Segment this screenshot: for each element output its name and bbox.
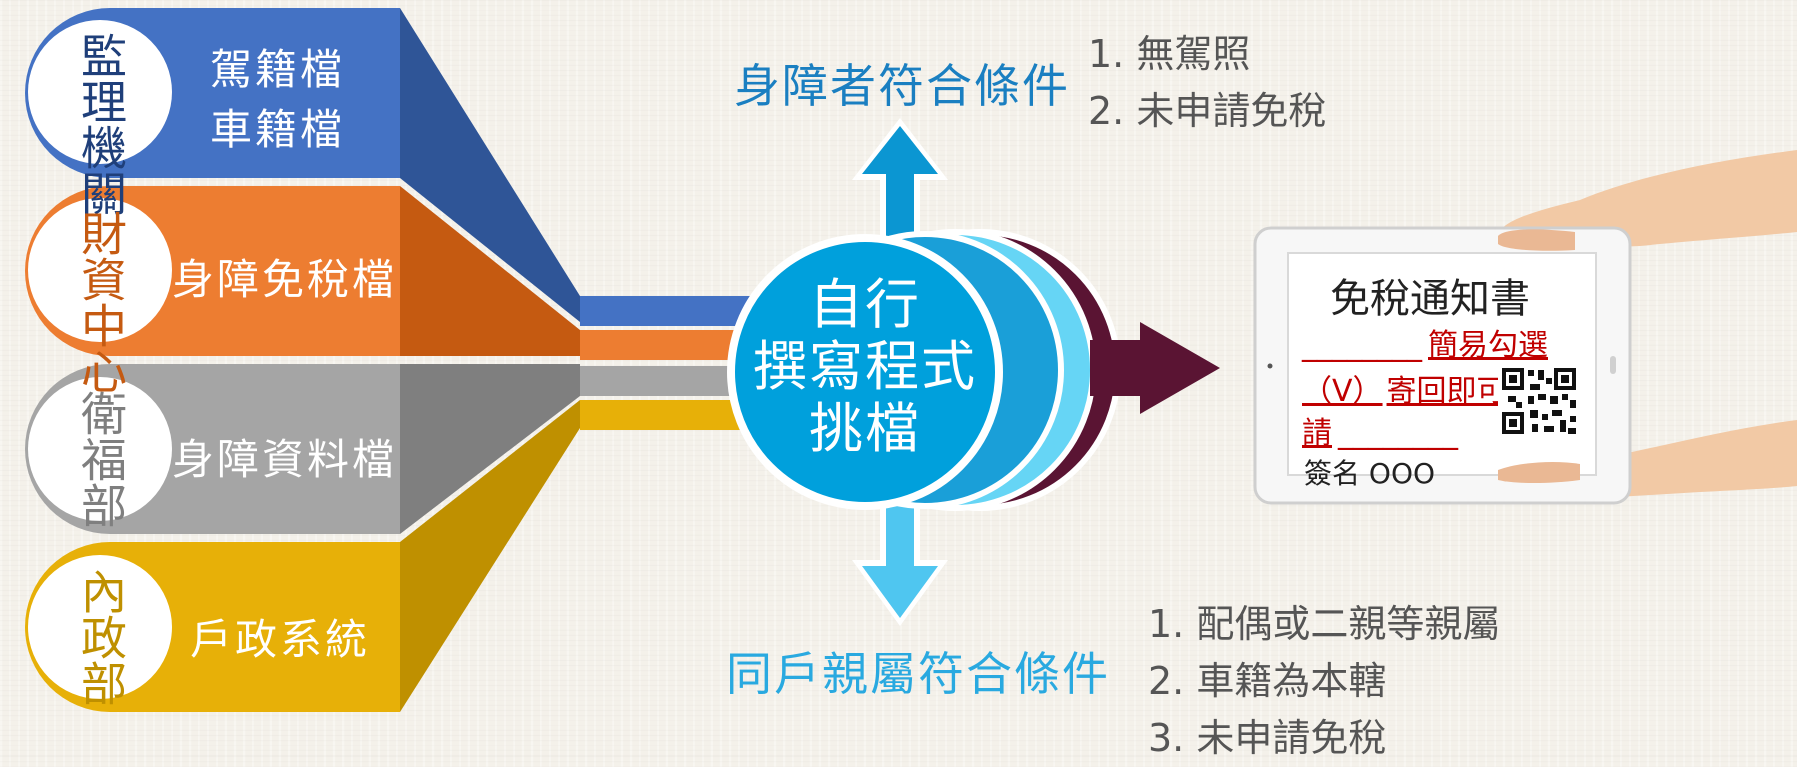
band-finance <box>25 186 750 360</box>
condition-item: 1. 配偶或二親等親屬 <box>1148 602 1501 646</box>
center-discs <box>727 229 1121 511</box>
agency-label-finance: 財資中心 <box>74 210 128 394</box>
notice-simple-check-link[interactable]: 簡易勾選 <box>1428 328 1548 363</box>
notice-line-3: 請________ <box>1302 408 1458 452</box>
agency-label-welfare: 衛福部 <box>74 390 128 528</box>
center-line-3: 挑檔 <box>809 397 921 460</box>
condition-list-disabled: 1. 無駕照 2. 未申請免稅 <box>1088 26 1326 140</box>
file-label-disability-tax: 身障免稅檔 <box>172 255 398 304</box>
band-welfare <box>25 364 750 534</box>
condition-title-disabled: 身障者符合條件 <box>734 59 1070 113</box>
notice-blank: ________ <box>1302 328 1422 363</box>
file-label-vehicle: 車籍檔 <box>210 105 346 154</box>
center-line-1: 自行 <box>809 273 921 336</box>
notice-apply-link[interactable]: 請 <box>1302 416 1332 451</box>
center-line-2: 撰寫程式 <box>753 335 977 398</box>
file-label-disability-data: 身障資料檔 <box>172 435 398 484</box>
condition-title-relatives: 同戶親屬符合條件 <box>726 647 1110 701</box>
condition-list-relatives: 1. 配偶或二親等親屬 2. 車籍為本轄 3. 未申請免稅 <box>1148 596 1500 767</box>
condition-item: 2. 未申請免稅 <box>1088 89 1327 133</box>
condition-item: 2. 車籍為本轄 <box>1148 659 1387 703</box>
arrow-right-icon <box>1090 322 1220 414</box>
agency-label-interior: 內政部 <box>74 568 128 706</box>
file-label-household: 戶政系統 <box>190 615 371 664</box>
center-process-title: 自行 撰寫程式 挑檔 <box>740 274 990 460</box>
arrow-down-icon <box>852 496 948 626</box>
notice-line-1: ________簡易勾選 <box>1302 320 1548 364</box>
arrow-up-icon <box>852 118 948 242</box>
band-motor-vehicle <box>25 8 750 326</box>
band-interior <box>25 400 750 712</box>
condition-item: 3. 未申請免稅 <box>1148 716 1387 760</box>
notice-line-2: （V）寄回即可申 <box>1302 366 1498 410</box>
qr-code-icon <box>1500 366 1578 436</box>
agency-label-motor: 監理機關 <box>74 32 128 216</box>
tablet-illustration <box>1253 150 1797 505</box>
notice-mail-back-link[interactable]: 寄回即可申 <box>1386 374 1498 409</box>
notice-title: 免稅通知書 <box>1330 276 1530 322</box>
file-label-license: 駕籍檔 <box>210 45 346 94</box>
notice-check-mark: （V） <box>1302 374 1383 409</box>
condition-item: 1. 無駕照 <box>1088 32 1251 76</box>
notice-signature: 簽名 OOO <box>1304 457 1436 490</box>
notice-blank: ________ <box>1338 416 1458 451</box>
